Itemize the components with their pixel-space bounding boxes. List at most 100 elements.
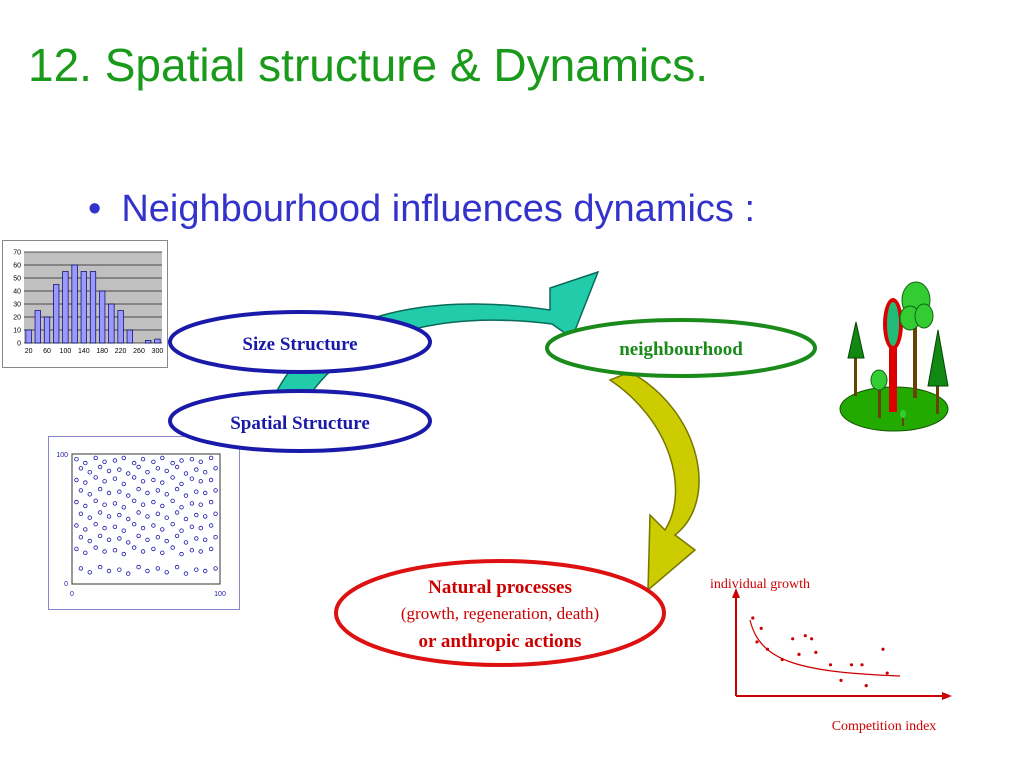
tree-position-point	[164, 468, 169, 474]
small-tree-icon	[870, 369, 888, 418]
tree-position-point	[93, 498, 98, 504]
tree-position-point	[126, 471, 131, 476]
tree-position-point	[121, 528, 126, 533]
spatial-structure-label: Spatial Structure	[230, 413, 370, 434]
x-axis-arrowhead-icon	[942, 692, 952, 700]
growth-point	[765, 647, 770, 651]
growth-point	[881, 647, 885, 651]
seedling-icon	[900, 410, 906, 426]
tree-position-point	[189, 476, 195, 481]
growth-point	[751, 616, 755, 620]
trees-illustration	[839, 281, 949, 432]
growth-point	[780, 658, 784, 662]
x-tick-label: 100	[60, 348, 72, 355]
tree-position-point	[194, 567, 199, 572]
tree-position-point	[97, 486, 103, 492]
tree-position-point	[213, 511, 218, 516]
growth-point	[814, 650, 818, 654]
growth-point	[849, 663, 854, 667]
tree-position-point	[155, 534, 161, 540]
growth-point	[885, 671, 889, 675]
x-tick-label: 180	[96, 348, 108, 355]
y-axis-arrowhead-icon	[732, 588, 740, 598]
growth-point	[860, 663, 864, 667]
tree-position-point	[117, 467, 122, 472]
slide-title: 12. Spatial structure & Dynamics.	[28, 39, 709, 91]
tree-position-point	[78, 534, 84, 540]
tree-position-point	[183, 471, 189, 476]
tree-position-point	[140, 502, 146, 507]
histogram-bar	[71, 264, 78, 344]
tree-position-point	[126, 571, 131, 576]
tree-position-point	[160, 503, 165, 509]
tree-position-point	[145, 470, 150, 475]
tree-position-point	[174, 486, 180, 492]
tree-position-point	[74, 523, 79, 528]
tree-position-point	[93, 455, 98, 461]
tree-position-point	[97, 510, 103, 515]
tree-position-point	[198, 479, 203, 484]
growth-competition-chart: individual growth Competition index	[710, 577, 952, 734]
growth-point	[803, 634, 807, 638]
tree-position-point	[179, 458, 184, 463]
tree-position-point	[151, 477, 156, 483]
tree-position-point	[140, 525, 146, 531]
y-tick-label: 30	[13, 302, 21, 309]
tree-position-point	[102, 459, 107, 464]
tree-position-point	[93, 521, 98, 527]
tree-position-point	[202, 490, 208, 496]
tree-position-point	[198, 549, 203, 554]
tree-position-point	[78, 566, 84, 571]
tree-position-point	[183, 516, 189, 522]
x-tick-label: 140	[78, 348, 90, 355]
tree-position-point	[97, 564, 103, 570]
tree-position-point	[83, 460, 88, 466]
y-tick-label: 10	[13, 328, 21, 335]
tree-position-point	[97, 533, 103, 539]
tree-position-point	[78, 466, 84, 471]
tree-position-point	[170, 475, 175, 480]
tree-position-point	[121, 551, 126, 557]
bullet-dot: •	[88, 188, 102, 230]
tree-position-point	[213, 466, 218, 471]
tree-position-point	[151, 546, 156, 552]
histogram-bar	[25, 329, 32, 344]
tree-position-point	[87, 538, 92, 544]
tree-position-point	[145, 490, 150, 496]
neighbourhood-label: neighbourhood	[619, 339, 743, 360]
tree-position-point	[164, 538, 169, 544]
tree-position-point	[155, 466, 161, 471]
anthropic-actions-label: or anthropic actions	[419, 631, 582, 652]
tree-position-point	[106, 568, 112, 574]
tree-position-point	[131, 475, 137, 480]
growth-point	[839, 678, 843, 682]
tree-position-point	[112, 524, 118, 529]
tree-position-point	[74, 499, 79, 505]
tree-position-point	[106, 490, 112, 496]
tree-position-point	[102, 502, 107, 507]
tree-position-point	[179, 551, 184, 557]
growth-axis-label: individual growth	[710, 577, 810, 592]
growth-trend-curve	[749, 619, 901, 677]
growth-point	[791, 637, 795, 641]
tree-position-point	[140, 457, 146, 462]
tree-position-point	[102, 479, 107, 484]
tree-position-point	[112, 501, 118, 506]
tree-position-point	[213, 566, 218, 571]
tree-position-point	[174, 564, 180, 570]
tree-position-point	[140, 479, 146, 484]
histogram-bar	[53, 284, 60, 344]
tree-position-point	[202, 537, 208, 542]
tree-position-point	[194, 489, 199, 494]
tree-position-point	[78, 488, 84, 493]
tree-position-point	[131, 545, 137, 550]
tree-position-point	[83, 527, 88, 532]
y-tick-label: 100	[56, 452, 68, 459]
tree-position-point	[194, 512, 199, 518]
tree-position-point	[174, 464, 180, 470]
tree-position-point	[164, 515, 169, 520]
tree-position-point	[170, 460, 175, 466]
y-tick-label: 50	[13, 276, 21, 283]
histogram-bar	[99, 290, 106, 344]
